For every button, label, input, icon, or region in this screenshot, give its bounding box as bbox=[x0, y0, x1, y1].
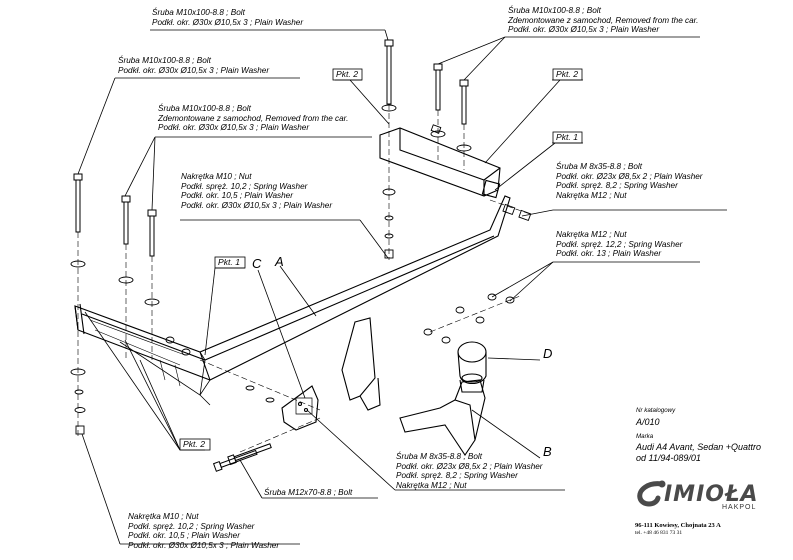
callout-line: Nakrętka M10 ; Nut bbox=[181, 172, 252, 181]
washers-and-nuts bbox=[70, 104, 532, 435]
callout-line: Podkł. spręż. 12,2 ; Spring Washer bbox=[556, 239, 683, 249]
imiola-logo-hook bbox=[637, 480, 666, 507]
callout-bolt-left: Śruba M10x100-8.8 ; Bolt Podkł. okr. Ø30… bbox=[118, 56, 269, 75]
callout-line: Śruba M12x70-8.8 ; Bolt bbox=[264, 488, 353, 497]
part-letter-b: B bbox=[543, 444, 552, 459]
tag-pkt2-top-right: Pkt. 2 bbox=[556, 69, 578, 79]
callout-bolt-top-right: Śruba M10x100-8.8 ; Bolt Zdemontowane z … bbox=[508, 6, 698, 35]
catalog-nr-label: Nr katalogowy bbox=[636, 407, 676, 414]
right-bracket bbox=[379, 127, 501, 199]
callout-line: Podkł. spręż. 8,2 ; Spring Washer bbox=[396, 471, 518, 481]
callout-line: Nakrętka M12 ; Nut bbox=[396, 480, 467, 490]
catalog-years: od 11/94-089/01 bbox=[636, 453, 701, 463]
callout-bolt-m12: Śruba M12x70-8.8 ; Bolt bbox=[264, 488, 352, 498]
tag-pkt1-left: Pkt. 1 bbox=[218, 257, 240, 267]
callout-bolt-m8-bottom: Śruba M 8x35-8.8 ; Bolt Podkł. okr. Ø23x… bbox=[396, 452, 543, 490]
callout-line: Podkł. spręż. 10,2 ; Spring Washer bbox=[128, 521, 255, 531]
callout-line: Śruba M 8x35-8.8 ; Bolt bbox=[556, 162, 643, 171]
callout-line: Śruba M10x100-8.8 ; Bolt bbox=[158, 104, 251, 113]
callout-line: Nakrętka M12 ; Nut bbox=[556, 230, 627, 239]
callout-line: Podkł. okr. Ø30x Ø10,5x 3 ; Plain Washer bbox=[181, 200, 333, 210]
main-crossbar bbox=[74, 195, 511, 406]
callout-line: Śruba M10x100-8.8 ; Bolt bbox=[118, 56, 211, 65]
callout-line: Nakrętka M10 ; Nut bbox=[128, 512, 199, 521]
callout-line: Podkł. okr. Ø23x Ø8,5x 2 ; Plain Washer bbox=[556, 171, 703, 181]
callout-line: Podkł. okr. 10,5 ; Plain Washer bbox=[128, 531, 240, 541]
callout-nut-m12-right: Nakrętka M12 ; Nut Podkł. spręż. 12,2 ; … bbox=[556, 230, 682, 259]
callout-line: Podkł. okr. Ø30x Ø10,5x 3 ; Plain Washer bbox=[508, 25, 660, 35]
callout-bolt-m8-right: Śruba M 8x35-8.8 ; Bolt Podkł. okr. Ø23x… bbox=[556, 162, 703, 200]
callout-line: Podkł. okr. Ø30x Ø10,5x 3 ; Plain Washer bbox=[118, 65, 270, 75]
tag-frames bbox=[179, 68, 583, 451]
callout-line: Zdemontowane z samochod, Removed from th… bbox=[508, 15, 699, 25]
part-letter-c: C bbox=[252, 256, 262, 271]
callout-line: Podkł. okr. Ø23x Ø8,5x 2 ; Plain Washer bbox=[396, 461, 543, 471]
tag-pkt2-bottom: Pkt. 2 bbox=[183, 439, 205, 449]
tag-pkt2-top-left: Pkt. 2 bbox=[336, 69, 358, 79]
callout-line: Podkł. okr. Ø30x Ø10,5x 3 ; Plain Washer bbox=[128, 540, 280, 550]
callout-nut-bottom: Nakrętka M10 ; Nut Podkł. spręż. 10,2 ; … bbox=[128, 512, 279, 550]
callout-line: Podkł. spręż. 10,2 ; Spring Washer bbox=[181, 181, 308, 191]
callout-line: Podkł. spręż. 8,2 ; Spring Washer bbox=[556, 181, 678, 191]
callout-line: Podkł. okr. Ø30x Ø10,5x 3 ; Plain Washer bbox=[152, 17, 304, 27]
tow-ball bbox=[457, 341, 487, 393]
brand-sub: HAKPOL bbox=[722, 504, 757, 511]
callout-bolt-top-center: Śruba M10x100-8.8 ; Bolt Podkł. okr. Ø30… bbox=[152, 8, 303, 27]
socket-plate bbox=[281, 385, 319, 431]
callout-bolt-mid: Śruba M10x100-8.8 ; Bolt Zdemontowane z … bbox=[158, 104, 348, 133]
callout-line: Podkł. okr. 10,5 ; Plain Washer bbox=[181, 191, 293, 201]
catalog-marka-label: Marka bbox=[636, 433, 654, 440]
callout-line: Podkł. okr. Ø30x Ø10,5x 3 ; Plain Washer bbox=[158, 123, 310, 133]
part-letter-d: D bbox=[543, 346, 553, 361]
callout-line: Śruba M 8x35-8.8 ; Bolt bbox=[396, 452, 483, 461]
callout-line: Śruba M10x100-8.8 ; Bolt bbox=[152, 8, 245, 17]
brand-name: IMIOŁA bbox=[664, 482, 759, 507]
tow-neck bbox=[341, 317, 486, 456]
leader-lines bbox=[77, 29, 727, 545]
catalog-nr-value: A/010 bbox=[636, 417, 660, 427]
brand-address: 96-111 Kowiesy, Chojnata 23 A bbox=[635, 522, 721, 529]
callout-line: Zdemontowane z samochod, Removed from th… bbox=[158, 113, 349, 123]
catalog-model: Audi A4 Avant, Sedan +Quattro bbox=[636, 442, 762, 452]
callout-nut-mid: Nakrętka M10 ; Nut Podkł. spręż. 10,2 ; … bbox=[181, 172, 332, 210]
callout-line: Podkł. okr. 13 ; Plain Washer bbox=[556, 249, 662, 259]
callout-line: Śruba M10x100-8.8 ; Bolt bbox=[508, 6, 601, 15]
callout-line: Nakrętka M12 ; Nut bbox=[556, 190, 627, 200]
part-letter-a: A bbox=[275, 254, 284, 269]
tag-pkt1-right: Pkt. 1 bbox=[556, 132, 578, 142]
brand-phone: tel. +48 46 831 73 31 bbox=[635, 530, 683, 536]
assembly-axes bbox=[77, 104, 531, 453]
